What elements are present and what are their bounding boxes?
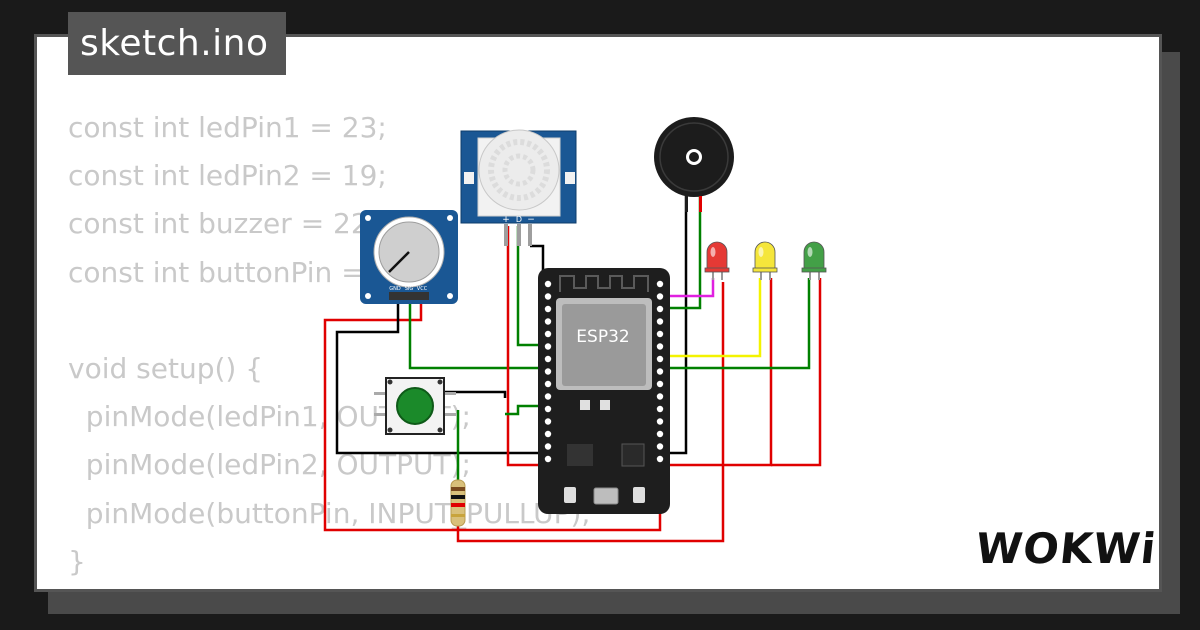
pot-pin-sig: SIG: [405, 286, 414, 292]
buzzer[interactable]: [654, 117, 734, 212]
code-line: const int buzzer = 22;: [68, 207, 379, 241]
esp32-pin: [656, 368, 664, 375]
esp32-pin: [656, 418, 664, 425]
code-line: void setup() {: [68, 352, 264, 386]
pot-pin-gnd: GND: [389, 286, 401, 292]
pir-pin-plus: +: [502, 215, 510, 225]
wire-led-green-gnd: [771, 278, 822, 467]
usb-port: [593, 487, 619, 505]
wire-pot-signal: [408, 296, 545, 370]
esp32-pin: [544, 443, 552, 450]
esp32-pin: [656, 305, 664, 313]
wire-ground-pot: [335, 185, 688, 455]
esp32-pin: [544, 355, 552, 363]
esp32-pin: [544, 318, 552, 325]
esp32-board[interactable]: ESP32: [538, 268, 670, 514]
pot-pin-vcc: VCC: [417, 286, 428, 292]
code-line: const int ledPin2 = 19;: [68, 159, 387, 193]
code-line: pinMode(buttonPin, INPUT_PULLUP);: [68, 496, 591, 530]
esp32-pin: [656, 330, 664, 338]
esp32-pin: [544, 455, 552, 463]
esp32-pin: [656, 318, 664, 325]
wire-pir-d: [516, 226, 545, 347]
wires: [323, 185, 822, 543]
esp32-pin: [656, 405, 664, 413]
esp32-pin: [656, 455, 664, 463]
wokwi-logo: WOKWi: [973, 524, 1159, 573]
esp32-pin: [656, 355, 664, 363]
wire-led-green: [664, 278, 811, 370]
esp32-pins: [544, 280, 664, 463]
esp32-pin: [656, 430, 664, 438]
pushbutton-cap[interactable]: [396, 387, 434, 425]
esp32-pin: [656, 380, 664, 388]
potentiometer[interactable]: GND SIG VCC: [360, 210, 458, 304]
esp32-pin: [544, 293, 552, 300]
wire-buzzer-signal: [664, 196, 702, 310]
file-tab[interactable]: sketch.ino: [68, 12, 286, 75]
esp32-pin: [544, 405, 552, 413]
wire-resistor-power: [456, 282, 725, 543]
code-line: }: [68, 544, 86, 578]
wire-button-signal: [505, 404, 545, 416]
leds: [704, 241, 827, 280]
esp32-pin: [656, 293, 664, 300]
esp32-pin: [544, 430, 552, 438]
esp32-label: ESP32: [576, 327, 629, 347]
esp32-pin: [544, 305, 552, 313]
esp32-pin: [544, 343, 552, 350]
esp32-pin: [656, 280, 664, 288]
esp32-pin: [544, 368, 552, 375]
esp32-pin: [656, 393, 664, 400]
wire-button-ground: [432, 390, 507, 398]
wire-led-yellow: [664, 278, 762, 358]
resistor: [450, 479, 466, 527]
wire-power-loop: [323, 296, 662, 532]
pir-pin-minus: −: [527, 215, 535, 225]
pushbutton[interactable]: [374, 377, 456, 435]
esp32-pin: [544, 330, 552, 338]
led-green[interactable]: [801, 241, 827, 280]
boot-button[interactable]: [564, 487, 576, 503]
esp32-pin: [544, 380, 552, 388]
esp32-pin: [656, 343, 664, 350]
esp32-pin: [544, 393, 552, 400]
reset-button[interactable]: [633, 487, 645, 503]
led-yellow[interactable]: [752, 241, 778, 280]
pir-pin-d: D: [516, 215, 522, 224]
wire-led-red: [664, 278, 715, 298]
wire-led-yellow-gnd: [720, 278, 773, 467]
led-red[interactable]: [704, 241, 730, 280]
esp32-pin: [544, 418, 552, 425]
esp32-pin: [656, 443, 664, 450]
esp32-pin: [544, 280, 552, 288]
code-line: const int ledPin1 = 23;: [68, 111, 387, 144]
pir-sensor[interactable]: + D −: [460, 129, 577, 246]
